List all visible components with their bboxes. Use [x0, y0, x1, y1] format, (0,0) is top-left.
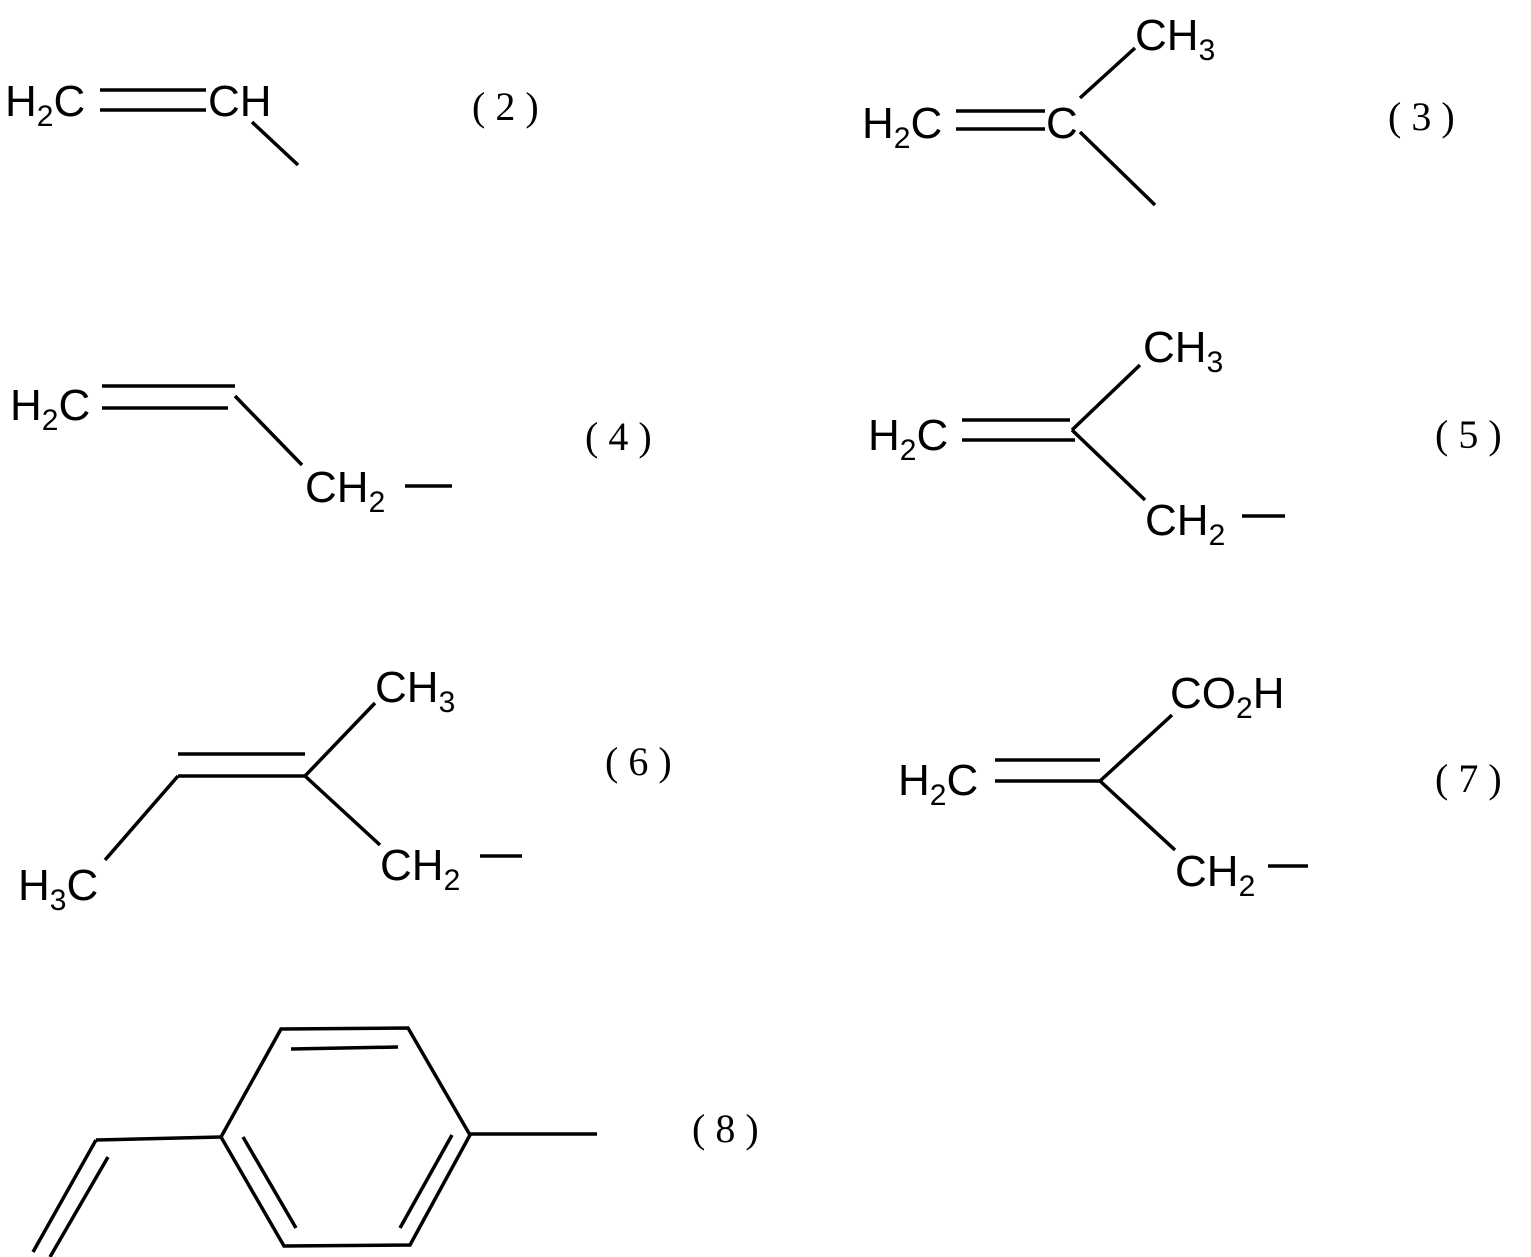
atom-ch3: CH3 — [1135, 11, 1215, 67]
single-bond — [235, 396, 302, 465]
single-bond — [1100, 781, 1175, 850]
atom-h2c: H2C — [10, 381, 90, 437]
compound-label: ( 7 ) — [1435, 756, 1502, 801]
aromatic-inner-bond — [291, 1047, 398, 1049]
atom-co2h: CO2H — [1170, 669, 1284, 725]
single-bond — [305, 776, 380, 845]
single-bond — [1072, 430, 1145, 500]
atom-h2c: H2C — [898, 756, 978, 812]
compound-label: ( 8 ) — [692, 1106, 759, 1151]
atom-c: C — [1046, 99, 1078, 148]
compound-7: CO2H H2C CH2 ( 7 ) — [898, 669, 1502, 903]
compound-label: ( 5 ) — [1435, 412, 1502, 457]
atom-ch2: CH2 — [1145, 496, 1225, 552]
benzene-ring — [221, 1028, 470, 1246]
compound-8: ( 8 ) — [33, 1028, 759, 1257]
compound-6: CH3 H3C CH2 ( 6 ) — [18, 663, 672, 917]
atom-h2c: H2C — [862, 99, 942, 155]
single-bond — [1072, 365, 1140, 430]
single-bond — [252, 122, 298, 165]
atom-ch2: CH2 — [305, 463, 385, 519]
compound-label: ( 6 ) — [605, 739, 672, 784]
compound-label: ( 2 ) — [472, 84, 539, 129]
single-bond — [1100, 715, 1172, 781]
compound-5: CH3 H2C CH2 ( 5 ) — [868, 323, 1502, 552]
atom-h2c: H2C — [868, 411, 948, 467]
atom-ch3: CH3 — [375, 663, 455, 719]
atom-ch3: CH3 — [1143, 323, 1223, 379]
single-bond — [305, 703, 375, 776]
aromatic-inner-bond — [243, 1137, 296, 1228]
compound-2: H2C CH ( 2 ) — [5, 77, 539, 165]
vinyl-bond — [96, 1137, 221, 1140]
atom-h3c: H3C — [18, 861, 98, 917]
single-bond — [1080, 132, 1155, 205]
single-bond — [1080, 48, 1135, 98]
atom-h2c: H2C — [5, 77, 85, 133]
compound-label: ( 3 ) — [1388, 94, 1455, 139]
atom-ch2: CH2 — [1175, 847, 1255, 903]
compound-4: H2C CH2 ( 4 ) — [10, 381, 652, 519]
atom-ch2: CH2 — [380, 841, 460, 897]
single-bond — [105, 776, 178, 860]
compound-3: CH3 H2C C ( 3 ) — [862, 11, 1455, 205]
compound-label: ( 4 ) — [585, 414, 652, 459]
atom-ch: CH — [208, 77, 272, 126]
